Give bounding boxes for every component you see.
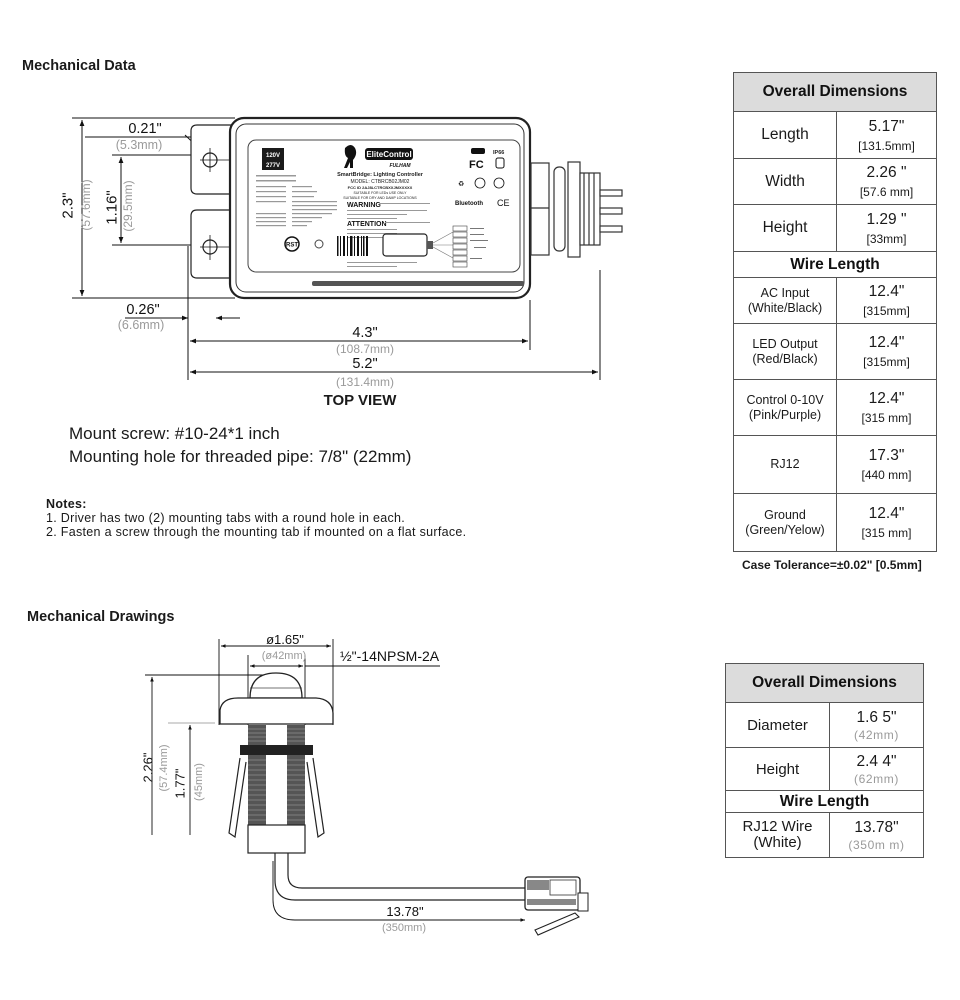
table-row: RJ12 Wire(White) 13.78"(350m m) [725, 812, 924, 858]
section-title-mechanical-data: Mechanical Data [22, 58, 136, 74]
spring-clip-left [228, 757, 247, 839]
note-item: 1. Driver has two (2) mounting tabs with… [46, 511, 406, 525]
svg-text:120V: 120V [266, 153, 280, 159]
spring-clip-right [306, 757, 325, 839]
table-row: Length 5.17"[131.5mm] [733, 111, 937, 159]
lock-nut [240, 745, 313, 755]
table-row: Height 1.29 "[33mm] [733, 204, 937, 252]
product-label [247, 139, 521, 273]
table-subheader: Wire Length [733, 251, 937, 278]
ul-logo-icon [474, 177, 486, 189]
mounting-hole-text: Mounting hole for threaded pipe: 7/8" (2… [69, 447, 412, 466]
svg-text:SUITABLE FOR DRY AND DAMP LOCA: SUITABLE FOR DRY AND DAMP LOCATIONS [343, 196, 417, 200]
svg-text:FCC ID 2AJ8LCTRCBXXJMXXXXX: FCC ID 2AJ8LCTRCBXXJMXXXXX [348, 185, 413, 190]
dim-body-length-mm: (108.7mm) [335, 342, 394, 356]
svg-text:MODEL: CTBRCB02JM02: MODEL: CTBRCB02JM02 [351, 179, 410, 185]
horse-logo-icon [344, 145, 357, 168]
table-row: AC Input(White/Black) 12.4"[315mm] [733, 277, 937, 324]
sensor-dimensions-table: Overall Dimensions Diameter 1.6 5"(42mm)… [725, 663, 924, 858]
dim-wire-mm: (350mm) [381, 922, 426, 934]
dim-body-length-in: 4.3" [352, 325, 378, 341]
svg-text:SmartBridge: Lighting Controll: SmartBridge: Lighting Controller [337, 172, 424, 178]
table-row: Control 0-10V(Pink/Purple) 12.4"[315 mm] [733, 379, 937, 436]
csa-logo-icon [493, 177, 505, 189]
dim-diameter-in: ø1.65" [266, 632, 304, 647]
fcc-logo-icon: FC [469, 159, 484, 171]
table-row: LED Output(Red/Black) 12.4"[315mm] [733, 323, 937, 380]
barcode [337, 236, 368, 256]
svg-text:EliteControl: EliteControl [366, 150, 411, 159]
dim-diameter-mm: (ø42mm) [261, 650, 307, 662]
svg-text:RST: RST [286, 243, 298, 249]
dim-overall-length-in: 5.2" [352, 356, 378, 372]
sensor-base [247, 824, 306, 854]
top-view-title: TOP VIEW [323, 392, 397, 409]
table-row: Ground(Green/Yelow) 12.4"[315 mm] [733, 493, 937, 552]
notes-block: Notes: 1. Driver has two (2) mounting ta… [46, 497, 466, 539]
dim-thread-len-mm: (45mm) [193, 763, 205, 801]
bluetooth-logo-icon: Bluetooth [455, 201, 483, 207]
dim-hole-spacing-mm: (29.5mm) [121, 180, 135, 232]
sensor-dome [249, 672, 303, 699]
shield-icon [495, 157, 505, 169]
note-item: 2. Fasten a screw through the mounting t… [46, 525, 467, 539]
table-row: Width 2.26 "[57.6 mm] [733, 158, 937, 205]
svg-text:IP66: IP66 [493, 150, 504, 156]
conduit-fitting [530, 161, 623, 258]
svg-text:277V: 277V [266, 163, 280, 169]
sensor-flange [219, 697, 334, 725]
weee-icon: ♻ [458, 181, 464, 188]
dim-tab-offset-in: 0.26" [126, 302, 160, 318]
table-row: Diameter 1.6 5"(42mm) [725, 702, 924, 748]
top-view-drawing: 120V 277V EliteControl FULHAM SmartBridg… [72, 116, 623, 380]
sensor-drawing [145, 639, 589, 936]
table-header: Overall Dimensions [733, 72, 937, 112]
case-tolerance: Case Tolerance=±0.02" [0.5mm] [742, 558, 922, 572]
dim-overall-length-mm: (131.4mm) [335, 375, 394, 389]
rst-button-icon [284, 236, 300, 252]
dim-tab-offset-mm: (6.6mm) [117, 318, 165, 332]
table-row: Height 2.4 4"(62mm) [725, 747, 924, 791]
svg-text:SUITABLE FOR LEDs USE ONLY: SUITABLE FOR LEDs USE ONLY [354, 191, 408, 195]
notes-title: Notes: [46, 497, 87, 511]
svg-text:WARNING: WARNING [347, 202, 381, 209]
table-row: RJ12 17.3"[440 mm] [733, 435, 937, 494]
table-header: Overall Dimensions [725, 663, 924, 703]
rj12-plug-icon [524, 876, 589, 936]
housing-slot [312, 281, 524, 286]
table-subheader: Wire Length [725, 790, 924, 813]
mount-screw-text: Mount screw: #10-24*1 inch [69, 424, 280, 443]
thread-spec: ½"-14NPSM-2A [340, 648, 440, 664]
overall-dimensions-table: Overall Dimensions Length 5.17"[131.5mm]… [733, 72, 937, 552]
dim-tab-hole-in: 0.21" [128, 121, 162, 137]
svg-text:ATTENTION: ATTENTION [347, 221, 387, 228]
ce-mark-icon: CE [497, 198, 510, 208]
wiring-diagram-driver [382, 233, 428, 257]
threaded-stem [248, 725, 305, 825]
dim-tab-hole-mm: (5.3mm) [115, 138, 163, 152]
brand-badge [365, 148, 413, 160]
led-indicator-icon [314, 239, 324, 249]
dim-wire-in: 13.78" [386, 904, 424, 919]
svg-text:FULHAM: FULHAM [389, 163, 411, 169]
dim-wire-line [272, 861, 525, 922]
label-contents: 120V 277V EliteControl FULHAM SmartBridg… [256, 145, 510, 268]
rj12-cable [274, 853, 525, 901]
section-title-mechanical-drawings: Mechanical Drawings [27, 609, 175, 625]
